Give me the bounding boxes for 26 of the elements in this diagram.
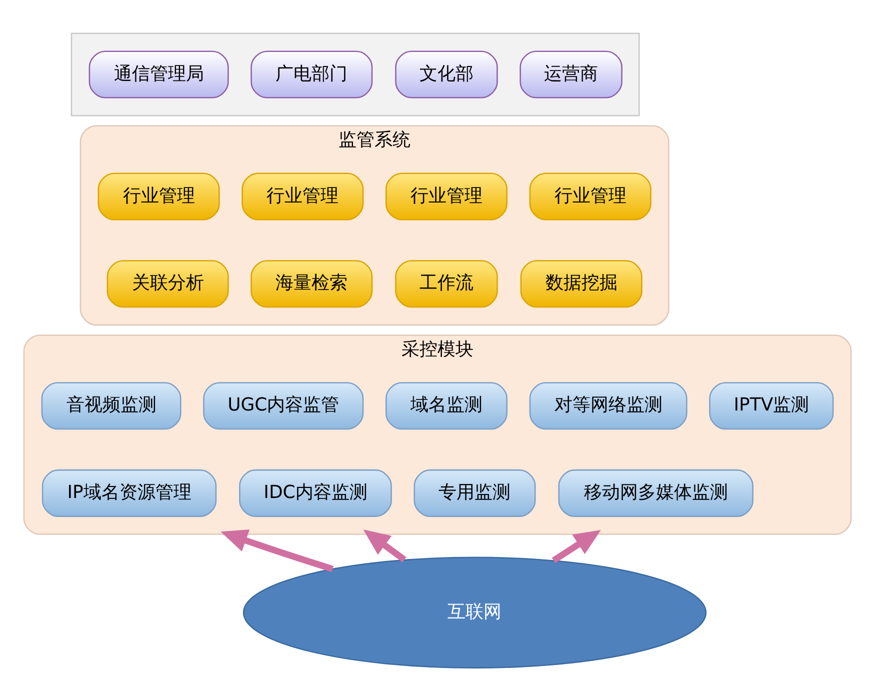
node-box: 行业管理 [98, 172, 220, 220]
node-box: 域名监测 [385, 382, 508, 430]
node-box: 音视频监测 [41, 382, 182, 430]
node-box: 行业管理 [242, 172, 364, 220]
node-box: 通信管理局 [88, 50, 229, 98]
node-box: 广电部门 [250, 50, 373, 98]
node-box: 行业管理 [529, 172, 652, 220]
node-box: 海量检索 [250, 260, 373, 308]
node-box: 专用监测 [414, 468, 536, 516]
node-box: 移动网多媒体监测 [558, 468, 754, 516]
node-box: 工作流 [395, 260, 498, 308]
node-box: 数据挖掘 [520, 260, 642, 308]
node-box: 运营商 [520, 50, 622, 98]
node-box: 对等网络监测 [529, 382, 688, 430]
node-box: IPTV监测 [709, 382, 834, 430]
arrow [220, 529, 334, 572]
node-ellipse: 互联网 [242, 556, 707, 668]
node-box: 关联分析 [106, 260, 229, 308]
node-box: 行业管理 [385, 172, 508, 220]
cluster [70, 32, 640, 116]
node-box: IDC内容监测 [239, 468, 392, 516]
arrow [363, 529, 406, 562]
node-box: IP域名资源管理 [42, 468, 217, 516]
node-box: UGC内容监管 [203, 382, 364, 430]
arrow [552, 529, 601, 563]
node-box: 文化部 [395, 50, 498, 98]
